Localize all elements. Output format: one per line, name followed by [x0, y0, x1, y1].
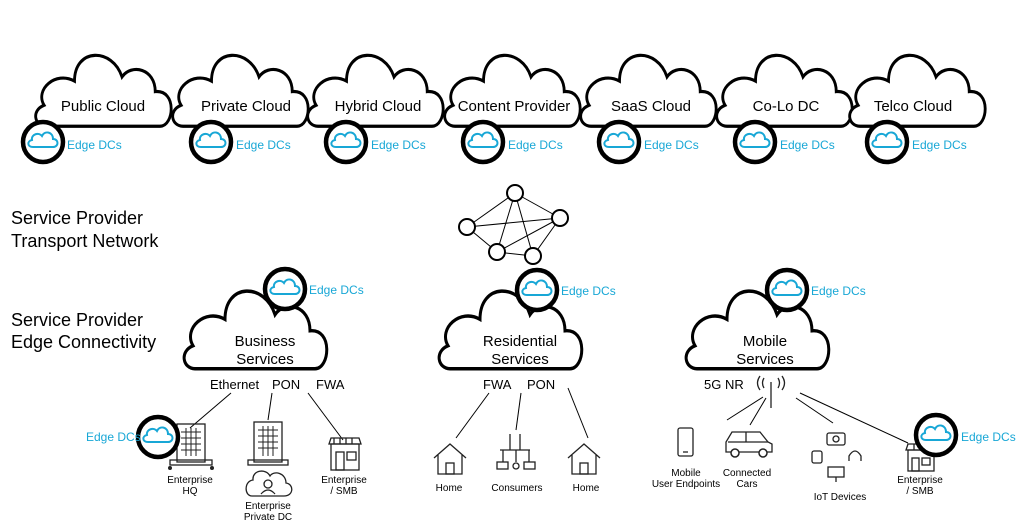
edge-dc-ring — [596, 119, 642, 165]
edge-dc-ring — [135, 414, 181, 460]
antenna-icon — [756, 375, 786, 408]
edge-dc-ring — [20, 119, 66, 165]
link-fwa: FWA — [316, 377, 345, 392]
link-5g-nr: 5G NR — [704, 377, 744, 392]
cloud-business-services: Business Services Edge DCs — [182, 266, 364, 371]
edge-dc-label: Edge DCs — [67, 138, 122, 152]
private-dc-label-1: Enterprise — [245, 501, 291, 512]
cloud-label: Private Cloud — [201, 98, 291, 115]
enterprise-smb-label-2: / SMB — [330, 486, 358, 497]
transport-label-line1: Service Provider — [11, 208, 143, 228]
edge-dc-label: Edge DCs — [508, 138, 563, 152]
connection-lines — [189, 387, 909, 444]
connected-cars-label-2: Cars — [736, 479, 757, 490]
link-pon: PON — [527, 377, 555, 392]
edge-dc-ring — [864, 119, 910, 165]
home-label: Home — [436, 483, 463, 494]
edge-dc-ring — [460, 119, 506, 165]
connected-cars-label-1: Connected — [723, 468, 771, 479]
link-fwa: FWA — [483, 377, 512, 392]
edge-dc-label: Edge DCs — [780, 138, 835, 152]
cloud-label: Telco Cloud — [874, 98, 952, 115]
link-pon: PON — [272, 377, 300, 392]
edge-dc-label: Edge DCs — [811, 284, 866, 298]
cloud-label: Content Provider — [458, 98, 571, 115]
edge-dc-label: Edge DCs — [236, 138, 291, 152]
enterprise-smb-label-2: / SMB — [906, 486, 934, 497]
cloud-private: Private Cloud Edge DCs — [171, 53, 310, 165]
edge-dc-label: Edge DCs — [86, 430, 141, 444]
cloud-telco: Telco Cloud Edge DCs — [848, 53, 987, 165]
cloud-colo-dc: Co-Lo DC Edge DCs — [715, 53, 854, 165]
cloud-label: SaaS Cloud — [611, 98, 691, 115]
mobile-user-label-2: User Endpoints — [652, 479, 720, 490]
cloud-content-provider: Content Provider Edge DCs — [443, 53, 582, 165]
cloud-label: Hybrid Cloud — [335, 98, 422, 115]
phone-icon — [677, 427, 694, 457]
service-label-line2: Services — [491, 351, 549, 368]
cloud-hybrid: Hybrid Cloud Edge DCs — [306, 53, 445, 165]
consumers-label: Consumers — [491, 483, 542, 494]
iot-devices-label: IoT Devices — [814, 492, 867, 503]
private-dc-label-2: Private DC — [244, 512, 292, 523]
store-icon — [328, 437, 362, 471]
transport-mesh-icon — [458, 184, 569, 265]
service-label-line1: Residential — [483, 333, 557, 350]
car-icon — [725, 431, 773, 458]
edge-dc-label: Edge DCs — [961, 430, 1016, 444]
edge-dc-ring — [188, 119, 234, 165]
cloud-mobile-services: Mobile Services Edge DCs — [684, 267, 866, 371]
home-icon — [567, 443, 601, 475]
service-label-line2: Services — [736, 351, 794, 368]
cloud-residential-services: Residential Services Edge DCs — [437, 267, 616, 371]
edge-dc-label: Edge DCs — [561, 284, 616, 298]
transport-label-line2: Transport Network — [11, 231, 159, 251]
cloud-public: Public Cloud Edge DCs — [20, 53, 173, 165]
enterprise-smb-label-1: Enterprise — [897, 475, 943, 486]
edge-dc-ring — [262, 266, 308, 312]
enterprise-hq-label-2: HQ — [183, 486, 198, 497]
edge-dc-ring — [514, 267, 560, 313]
home-label: Home — [573, 483, 600, 494]
cloud-label: Public Cloud — [61, 98, 145, 115]
link-ethernet: Ethernet — [210, 377, 260, 392]
service-label-line1: Mobile — [743, 333, 787, 350]
edge-dc-label: Edge DCs — [309, 283, 364, 297]
consumers-icon — [496, 434, 536, 470]
mobile-user-label-1: Mobile — [671, 468, 701, 479]
service-label-line1: Business — [235, 333, 296, 350]
service-label-line2: Services — [236, 351, 294, 368]
iot-devices-icon — [811, 432, 862, 482]
edge-dc-ring — [732, 119, 778, 165]
cloud-saas: SaaS Cloud Edge DCs — [579, 53, 718, 165]
enterprise-smb-label-1: Enterprise — [321, 475, 367, 486]
enterprise-private-dc-icon — [245, 421, 293, 497]
edge-dc-label: Edge DCs — [912, 138, 967, 152]
cloud-label: Co-Lo DC — [753, 98, 820, 115]
edge-conn-label-line2: Edge Connectivity — [11, 332, 156, 352]
edge-dc-ring — [913, 412, 959, 458]
edge-dc-label: Edge DCs — [371, 138, 426, 152]
home-icon — [433, 443, 467, 475]
edge-conn-label-line1: Service Provider — [11, 310, 143, 330]
enterprise-hq-label-1: Enterprise — [167, 475, 213, 486]
edge-dc-label: Edge DCs — [644, 138, 699, 152]
edge-dc-ring — [323, 119, 369, 165]
edge-dc-ring — [764, 267, 810, 313]
